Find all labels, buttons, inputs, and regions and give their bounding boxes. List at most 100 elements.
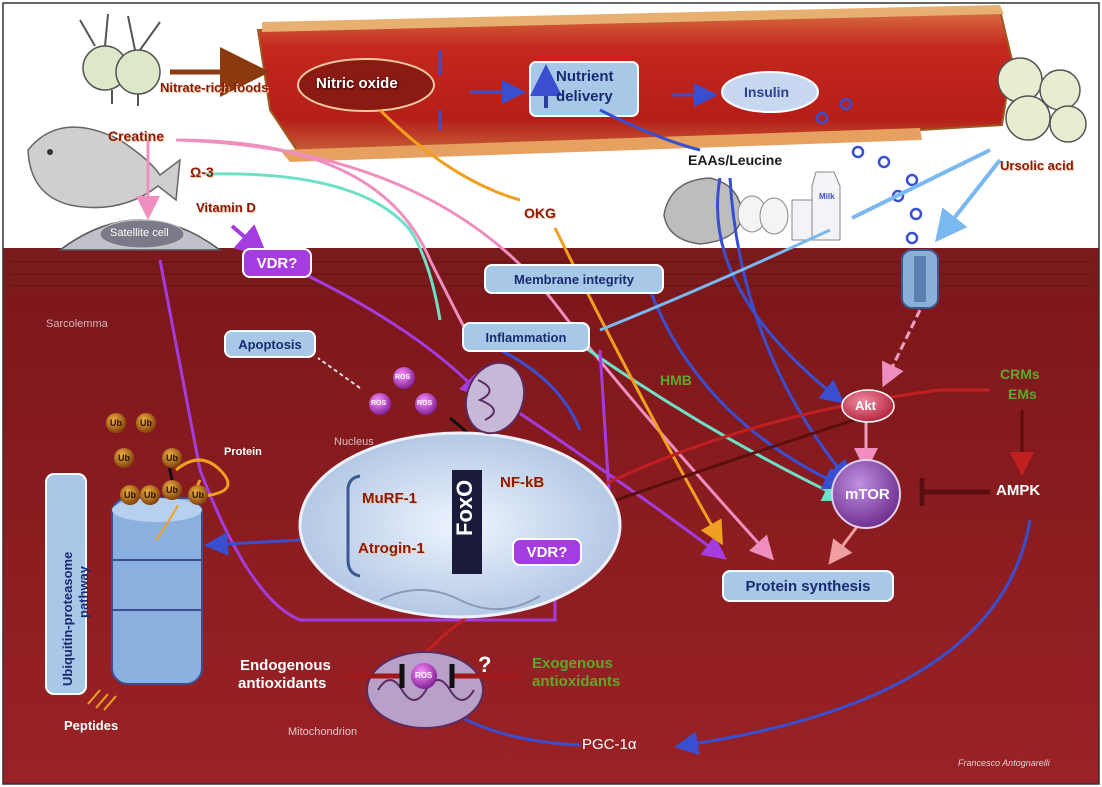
ub-label: Ub <box>192 490 204 500</box>
creatine-protein-synthesis-line <box>179 138 775 561</box>
ros-apoptosis-line <box>317 357 361 389</box>
nutrient-eaa-line <box>599 108 701 152</box>
ursolic-inflammation-line <box>599 228 831 332</box>
ursolic-receptor-line <box>935 158 1002 243</box>
ligase-bracket <box>346 474 361 578</box>
atrogin1-label: Atrogin-1 <box>358 540 425 557</box>
insulin-label: Insulin <box>744 84 790 100</box>
hmb-label: HMB <box>660 372 692 388</box>
eaas-leucine-label: EAAs/Leucine <box>688 152 783 168</box>
satellite-cell-node <box>99 219 185 249</box>
ub-label: Ub <box>140 418 152 428</box>
exogenous-antioxidants-label: antioxidants <box>532 673 621 690</box>
omega3-label: Ω-3 <box>190 164 214 180</box>
ub-label: Ub <box>124 490 136 500</box>
antioxidants-label: antioxidants <box>238 675 327 692</box>
protein-synthesis-box: Protein synthesis <box>722 570 894 602</box>
mitochondrion-icon <box>464 361 526 435</box>
creatine-label: Creatine <box>108 128 165 144</box>
ros-label: ROS <box>395 374 411 381</box>
dna-strand <box>379 589 541 610</box>
exogenous-label: Exogenous <box>532 655 613 672</box>
okg-label: OKG <box>524 205 556 221</box>
murf1-label: MuRF-1 <box>362 490 417 507</box>
hmb-mtor-line <box>648 289 848 490</box>
ub-label: Ub <box>118 453 130 463</box>
vdr-top-box: VDR? <box>242 248 312 278</box>
nitric-oxide-label: Nitric oxide <box>316 75 398 92</box>
vitd-vdr-line <box>230 224 269 258</box>
nutrient-label: Nutrient <box>556 68 614 85</box>
mitochondrion-label: Mitochondrion <box>288 726 358 738</box>
mtor-label: mTOR <box>845 486 890 503</box>
ub-label: Ub <box>110 418 122 428</box>
nitrate-foods-label: Nitrate-rich foods <box>160 80 269 95</box>
receptor-akt-line <box>882 309 922 388</box>
ligase-ups-line <box>204 532 301 556</box>
inflammation-box: Inflammation <box>462 322 590 352</box>
proteasome-icon <box>111 497 203 685</box>
ub-label: Ub <box>166 485 178 495</box>
ups-label: Ubiquitin-proteasome <box>60 551 75 686</box>
ros-label: ROS <box>417 400 433 407</box>
question-mark: ? <box>478 652 492 677</box>
ros-node <box>393 367 415 389</box>
inflammation-line <box>499 348 582 431</box>
insulin-node <box>721 71 819 113</box>
endogenous-label: Endogenous <box>240 657 331 674</box>
mtor-node <box>831 459 901 529</box>
insulin-bubbles <box>815 97 923 245</box>
milk-label: Milk <box>819 192 835 201</box>
ups-pathway-label: pathway <box>76 565 91 618</box>
fish-icon <box>27 126 181 209</box>
membrane-integrity-box: Membrane integrity <box>484 264 664 294</box>
ups-label-box <box>45 473 87 695</box>
nfkb-label: NF-kB <box>500 474 545 491</box>
meat-eggs-milk-icon <box>663 171 841 245</box>
ursolic-line <box>851 148 991 220</box>
eaa-akt-line <box>716 177 845 404</box>
sarcolemma-label: Sarcolemma <box>46 318 108 330</box>
omega3-mtor-line <box>559 328 848 502</box>
apples-icon <box>997 57 1087 143</box>
pgc1a-label: PGC-1α <box>582 736 637 753</box>
beetroot-icon <box>79 13 161 106</box>
satellite-purple-line <box>158 259 557 622</box>
nitric-oxide-node <box>297 58 435 112</box>
apoptosis-box: Apoptosis <box>224 330 316 358</box>
eaa-mtor-line <box>728 177 852 485</box>
vdr-mito-line <box>299 270 485 399</box>
ub-cluster <box>106 413 208 505</box>
satellite-cell-label: Satellite cell <box>110 227 169 239</box>
foxo-bar <box>452 470 482 574</box>
ros-mito-label: ROS <box>415 671 433 680</box>
crms-label: CRMs <box>1000 366 1040 382</box>
vdr-nucleus-box: VDR? <box>512 538 582 566</box>
vitamin-d-label: Vitamin D <box>196 200 256 215</box>
foxo-label: FoxO <box>452 479 477 536</box>
no-okg-line <box>378 108 521 202</box>
peptides-icon <box>87 689 117 711</box>
ub-label: Ub <box>166 453 178 463</box>
delivery-label: delivery <box>556 88 613 105</box>
author-signature: Francesco Antognarelli <box>958 758 1050 768</box>
membrane-receptor-icon <box>901 249 939 309</box>
ampk-label: AMPK <box>996 482 1041 499</box>
akt-node <box>841 389 895 423</box>
vessel-wall-top <box>262 5 1004 32</box>
peptides-label: Peptides <box>64 718 119 733</box>
ros-node <box>369 393 391 415</box>
akt-label: Akt <box>855 398 876 413</box>
vessel-wall-bottom <box>280 128 922 162</box>
ems-label: EMs <box>1008 386 1037 402</box>
ampk-pgc-line <box>674 519 1032 756</box>
ros-mito-node <box>411 663 437 689</box>
ub-label: Ub <box>144 490 156 500</box>
nucleus-label: Nucleus <box>334 436 374 448</box>
ros-label: ROS <box>371 400 387 407</box>
ros-node <box>415 393 437 415</box>
omega3-inflammation-line <box>203 172 442 321</box>
protein-thread <box>155 504 179 541</box>
